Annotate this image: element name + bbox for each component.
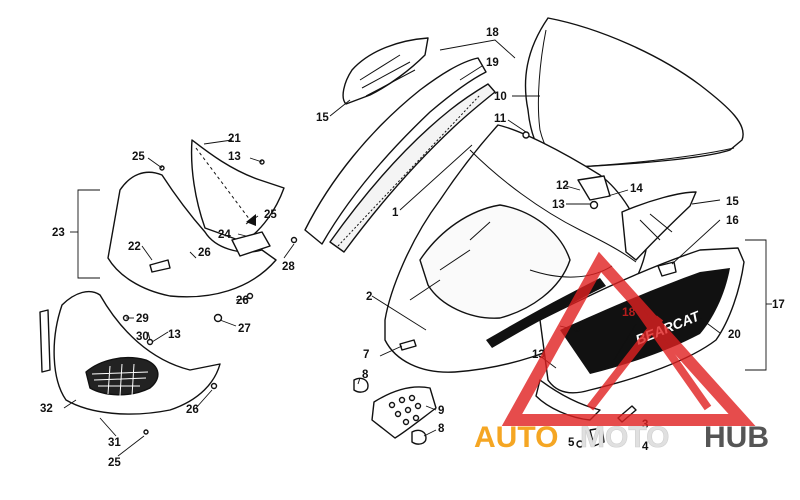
callout-30: 30 bbox=[136, 331, 149, 343]
callout-20: 20 bbox=[728, 329, 741, 341]
watermark-brand-b: MOTO bbox=[580, 421, 669, 454]
callout-12: 12 bbox=[556, 180, 569, 192]
callout-18: 18 bbox=[486, 27, 499, 39]
callout-25b: 25 bbox=[264, 209, 277, 221]
callout-21: 21 bbox=[228, 133, 241, 145]
callout-22: 22 bbox=[128, 241, 141, 253]
watermark-brand-c: HUB bbox=[704, 421, 769, 454]
callout-19: 19 bbox=[486, 57, 499, 69]
callout-10: 10 bbox=[494, 91, 507, 103]
nose-upper bbox=[107, 139, 285, 298]
callout-28: 28 bbox=[282, 261, 295, 273]
callout-11: 11 bbox=[494, 113, 507, 125]
callout-13b: 13 bbox=[228, 151, 241, 163]
callout-31: 31 bbox=[108, 437, 121, 449]
callout-13c: 13 bbox=[168, 329, 181, 341]
callout-2: 2 bbox=[366, 291, 372, 303]
callout-labels: 1 2 3 4 5 6 7 8 8 9 10 11 12 13 13 13 13… bbox=[40, 27, 785, 469]
leader-lines bbox=[63, 65, 721, 457]
callout-17: 17 bbox=[772, 299, 785, 311]
mount-bracket bbox=[522, 131, 611, 210]
clip-16 bbox=[657, 261, 677, 277]
callout-24: 24 bbox=[218, 229, 231, 241]
callout-5: 5 bbox=[568, 437, 575, 449]
callout-9: 9 bbox=[438, 405, 444, 417]
callout-16: 16 bbox=[726, 215, 739, 227]
watermark: 18 bbox=[501, 251, 756, 426]
callout-25c: 25 bbox=[108, 457, 121, 469]
callout-25a: 25 bbox=[132, 151, 145, 163]
callout-13a: 13 bbox=[552, 199, 565, 211]
callout-26c: 26 bbox=[186, 404, 199, 416]
watermark-brand-a: AUTO bbox=[474, 421, 558, 454]
deflector-upper bbox=[342, 37, 429, 105]
callout-15a: 15 bbox=[316, 112, 329, 124]
callout-26a: 26 bbox=[198, 247, 211, 259]
trim-strip bbox=[304, 57, 496, 253]
callout-4: 4 bbox=[642, 441, 649, 453]
callout-26b: 26 bbox=[236, 295, 249, 307]
callout-27: 27 bbox=[238, 323, 251, 335]
callout-7: 7 bbox=[363, 349, 369, 361]
callout-14: 14 bbox=[630, 183, 643, 195]
callout-1: 1 bbox=[392, 207, 399, 219]
callout-8b: 8 bbox=[438, 423, 445, 435]
callout-15b: 15 bbox=[726, 196, 739, 208]
callout-29: 29 bbox=[136, 313, 149, 325]
callout-23: 23 bbox=[52, 227, 65, 239]
vent-plate bbox=[353, 377, 437, 445]
group-brackets bbox=[70, 39, 772, 371]
callout-8a: 8 bbox=[362, 369, 369, 381]
callout-6: 6 bbox=[574, 323, 580, 335]
callout-32: 32 bbox=[40, 403, 53, 415]
watermark-number: 18 bbox=[622, 305, 636, 319]
watermark-text: AUTO MOTO HUB bbox=[474, 421, 769, 455]
deflector-lower bbox=[621, 191, 697, 261]
nose-lower bbox=[39, 159, 298, 435]
windshield bbox=[524, 17, 744, 169]
